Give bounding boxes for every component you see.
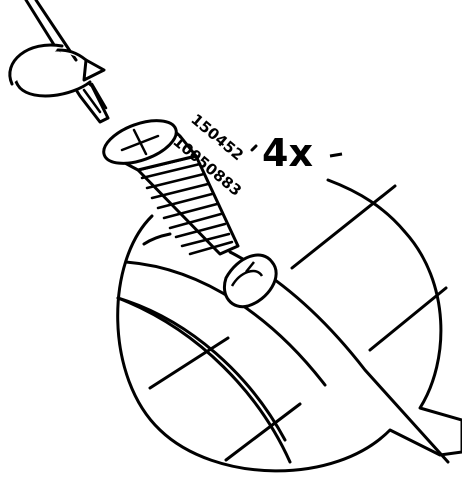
label-leader-line	[250, 144, 258, 152]
board-edge	[368, 286, 448, 352]
rotation-arrow-icon	[8, 43, 106, 98]
beam-edge	[116, 296, 292, 464]
beam-edge	[142, 232, 450, 464]
screw-hole	[223, 253, 278, 309]
phillips-slot	[120, 128, 160, 156]
board-edge	[290, 184, 397, 270]
beam-edge	[116, 296, 287, 442]
screw	[102, 119, 240, 256]
screw-threads	[140, 162, 234, 256]
board-edge	[148, 336, 230, 390]
quantity-leader-line	[329, 152, 343, 158]
quantity-label: 4x	[262, 131, 313, 175]
detail-circle-outline	[116, 178, 462, 473]
rotation-arrowhead	[82, 58, 106, 82]
board-edge	[224, 402, 302, 462]
